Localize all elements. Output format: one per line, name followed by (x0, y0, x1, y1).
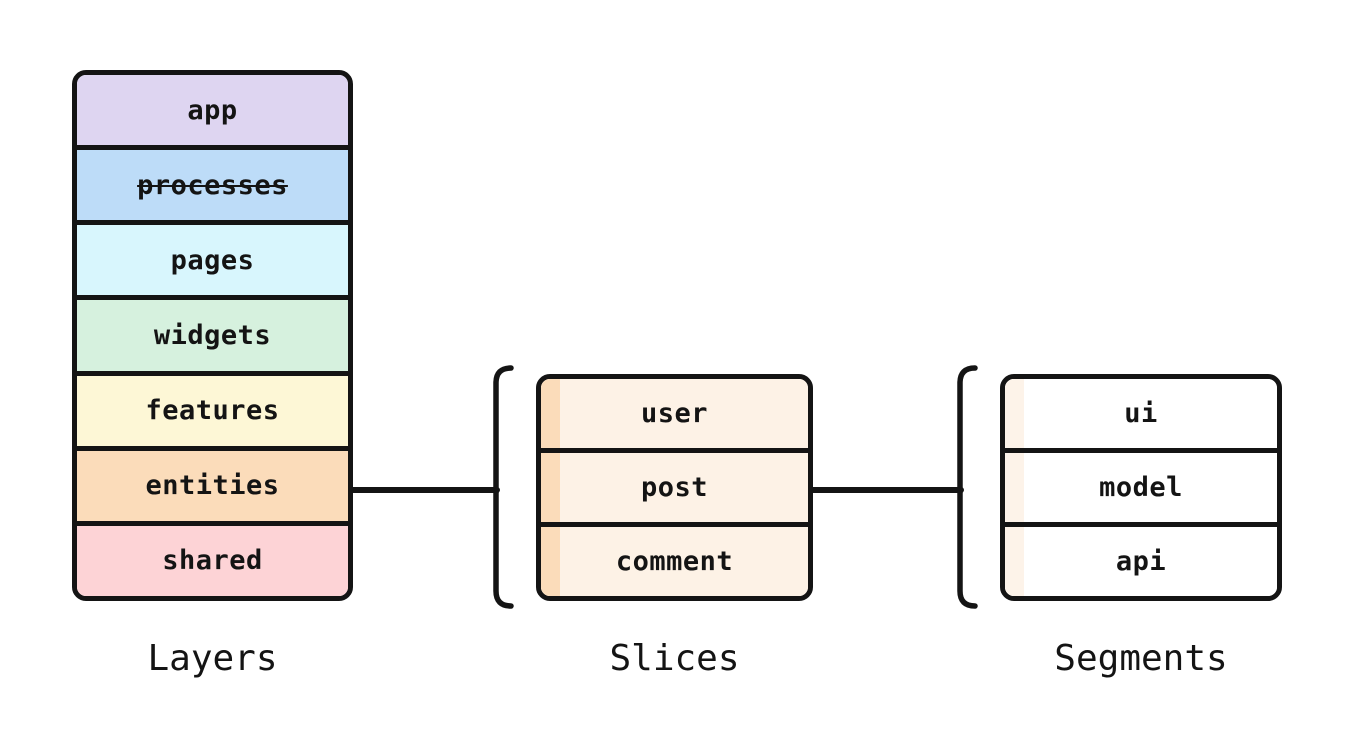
slice-stripe (541, 453, 560, 522)
layer-row-entities: entities (77, 450, 348, 526)
segments-box: ui model api (1000, 374, 1282, 601)
segment-label-api: api (1115, 546, 1167, 577)
slice-label-post: post (640, 472, 709, 503)
segment-stripe (1005, 527, 1024, 596)
segment-label-model: model (1099, 472, 1183, 503)
layer-label-app: app (187, 94, 238, 126)
layers-box: app processes pages widgets features ent… (72, 70, 353, 601)
connector-layers-to-slices (350, 487, 500, 493)
slices-box: user post comment (536, 374, 813, 601)
slice-label-comment: comment (615, 546, 734, 577)
slice-row-user: user (541, 379, 808, 453)
segment-stripe (1005, 379, 1024, 448)
layer-label-processes: processes (137, 169, 288, 201)
layer-label-features: features (145, 395, 280, 427)
layer-row-widgets: widgets (77, 300, 348, 376)
slice-stripe (541, 379, 560, 448)
segment-stripe (1005, 453, 1024, 522)
segment-row-model: model (1005, 453, 1277, 527)
segment-label-ui: ui (1124, 398, 1158, 429)
layer-label-widgets: widgets (153, 319, 272, 351)
layer-row-app: app (77, 75, 348, 151)
layer-row-shared: shared (77, 525, 348, 596)
segments-caption: Segments (1054, 638, 1228, 679)
layer-label-pages: pages (170, 244, 255, 276)
segment-row-api: api (1005, 527, 1277, 596)
segments-bracket-icon (957, 365, 978, 609)
layer-row-features: features (77, 375, 348, 451)
connector-slices-to-segments (810, 487, 964, 493)
slice-label-user: user (640, 398, 709, 429)
segments-bracket-path (957, 365, 978, 609)
slices-bracket-icon (493, 365, 514, 609)
layers-caption: Layers (147, 638, 278, 679)
layer-label-entities: entities (145, 470, 280, 502)
slices-caption: Slices (609, 638, 740, 679)
slice-row-post: post (541, 453, 808, 527)
slice-stripe (541, 527, 560, 596)
slice-row-comment: comment (541, 527, 808, 596)
layer-label-shared: shared (162, 545, 263, 577)
layer-row-pages: pages (77, 225, 348, 301)
layer-row-processes: processes (77, 150, 348, 226)
slices-bracket-path (493, 365, 514, 609)
segment-row-ui: ui (1005, 379, 1277, 453)
